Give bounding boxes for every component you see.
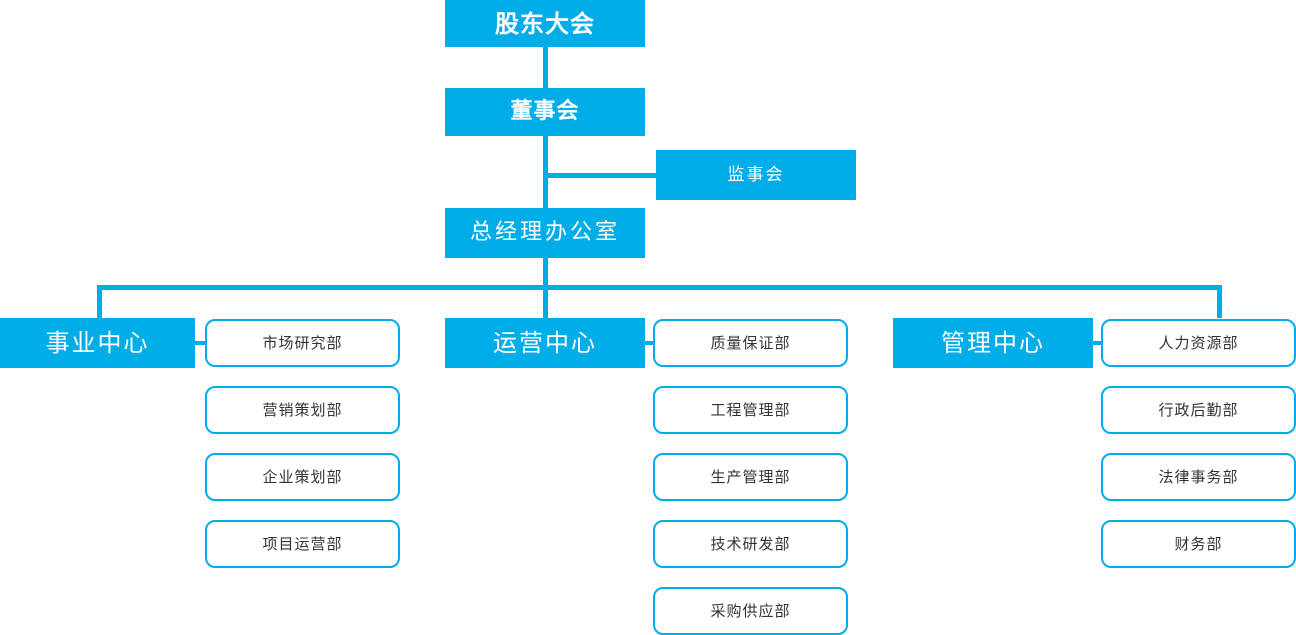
node-label: 股东大会	[495, 9, 595, 38]
node-general-manager-office[interactable]: 总经理办公室	[445, 208, 645, 258]
node-label: 监事会	[727, 164, 785, 185]
dept-box[interactable]: 生产管理部	[653, 453, 848, 501]
dept-box[interactable]: 法律事务部	[1101, 453, 1296, 501]
connector-board-to-gm	[543, 136, 548, 208]
dept-box[interactable]: 营销策划部	[205, 386, 400, 434]
connector-bar-to-management-center	[1217, 285, 1222, 318]
node-board-of-directors[interactable]: 董事会	[445, 88, 645, 136]
node-business-center[interactable]: 事业中心	[0, 318, 195, 368]
dept-label: 工程管理部	[710, 400, 791, 419]
dept-label: 财务部	[1174, 534, 1223, 553]
node-management-center[interactable]: 管理中心	[893, 318, 1093, 368]
dept-label: 生产管理部	[710, 467, 791, 486]
dept-label: 行政后勤部	[1158, 400, 1239, 419]
node-label: 董事会	[510, 99, 580, 124]
node-board-of-supervisors[interactable]: 监事会	[656, 150, 856, 200]
dept-box[interactable]: 质量保证部	[653, 319, 848, 367]
connector-operations-center-to-dept	[645, 341, 655, 345]
dept-label: 技术研发部	[710, 534, 791, 553]
dept-box[interactable]: 技术研发部	[653, 520, 848, 568]
dept-box[interactable]: 财务部	[1101, 520, 1296, 568]
connector-bar-to-business-center	[97, 285, 102, 318]
dept-box[interactable]: 市场研究部	[205, 319, 400, 367]
dept-label: 企业策划部	[262, 467, 343, 486]
connector-business-center-to-dept	[195, 341, 205, 345]
dept-label: 质量保证部	[710, 333, 791, 352]
dept-label: 采购供应部	[710, 601, 791, 620]
dept-box[interactable]: 行政后勤部	[1101, 386, 1296, 434]
node-label: 运营中心	[493, 329, 597, 357]
dept-box[interactable]: 工程管理部	[653, 386, 848, 434]
node-shareholders-meeting[interactable]: 股东大会	[445, 0, 645, 47]
connector-shareholders-to-board	[543, 47, 548, 88]
dept-label: 人力资源部	[1158, 333, 1239, 352]
node-label: 管理中心	[941, 329, 1045, 357]
node-label: 事业中心	[45, 329, 150, 357]
dept-label: 市场研究部	[262, 333, 343, 352]
node-operations-center[interactable]: 运营中心	[445, 318, 645, 368]
connector-center-distribution-bar	[97, 285, 1222, 290]
node-label: 总经理办公室	[469, 220, 620, 245]
dept-label: 营销策划部	[262, 400, 343, 419]
dept-box[interactable]: 人力资源部	[1101, 319, 1296, 367]
connector-management-center-to-dept	[1093, 341, 1103, 345]
dept-box[interactable]: 企业策划部	[205, 453, 400, 501]
dept-label: 项目运营部	[262, 534, 343, 553]
dept-label: 法律事务部	[1158, 467, 1239, 486]
dept-box[interactable]: 采购供应部	[653, 587, 848, 635]
dept-box[interactable]: 项目运营部	[205, 520, 400, 568]
connector-board-to-supervisors	[543, 173, 656, 178]
